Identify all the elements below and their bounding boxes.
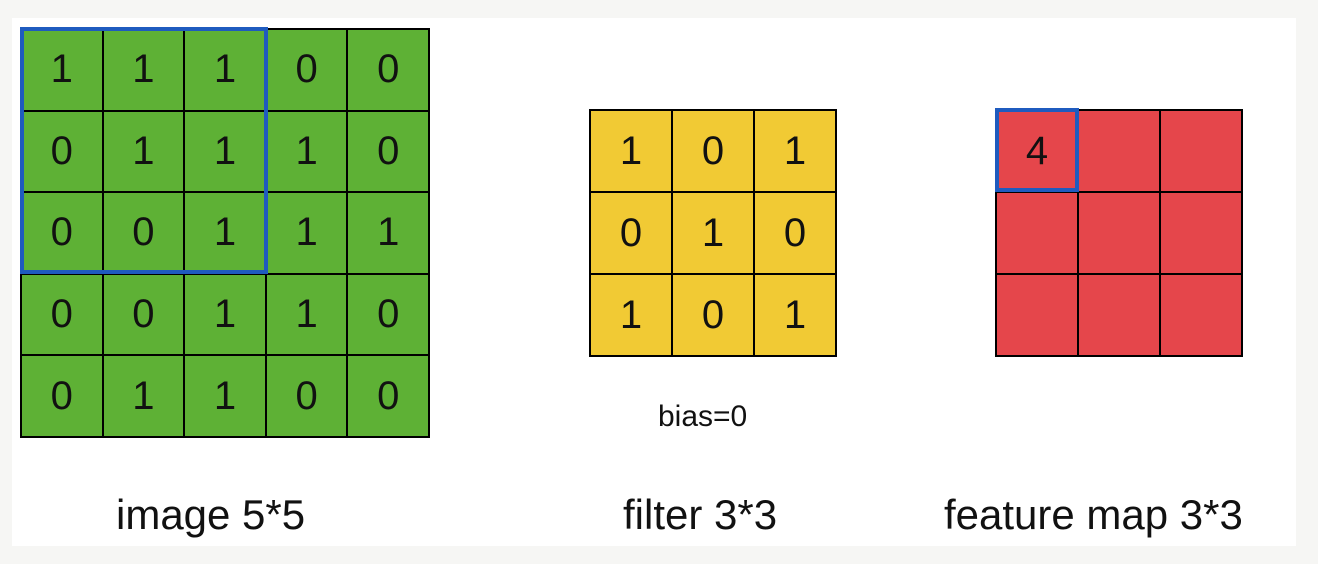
bias-label: bias=0: [658, 400, 748, 433]
image-cell: 0: [348, 111, 428, 192]
image-cell: 1: [103, 30, 184, 110]
image-cell: 1: [185, 193, 265, 273]
filter-cell: 1: [673, 193, 753, 273]
filter-cell: 1: [755, 111, 835, 191]
image-cell: 1: [348, 193, 428, 273]
feature-cell: [997, 193, 1077, 273]
image-cell: 0: [22, 274, 102, 355]
image-grid: 1 1 1 0 0 0 1 1 1 0 0 0 1 1 1 0 0 1 1 0 …: [20, 28, 430, 438]
diagram-panel: 1 1 1 0 0 0 1 1 1 0 0 0 1 1 1 0 0 1 1 0 …: [12, 18, 1296, 546]
feature-cell: [1161, 275, 1241, 355]
filter-cell: 0: [673, 275, 753, 355]
feature-cell: [1161, 193, 1241, 273]
filter-cell: 1: [755, 275, 835, 355]
image-cell: 1: [266, 274, 347, 355]
feature-cell: [997, 275, 1077, 355]
feature-cell: 4: [997, 111, 1077, 191]
filter-cell: 0: [755, 193, 835, 273]
feature-cell: [1079, 111, 1159, 191]
feature-cell: [1079, 275, 1159, 355]
image-cell: 1: [266, 111, 347, 192]
image-cell: 0: [348, 274, 428, 355]
image-cell: 1: [103, 111, 184, 192]
filter-grid: 1 0 1 0 1 0 1 0 1: [589, 109, 837, 357]
image-cell: 0: [103, 274, 184, 355]
filter-cell: 1: [591, 111, 671, 191]
image-cell: 0: [348, 356, 428, 436]
feature-cell: [1161, 111, 1241, 191]
image-caption: image 5*5: [116, 491, 306, 538]
image-cell: 1: [22, 30, 102, 110]
filter-cell: 0: [591, 193, 671, 273]
image-cell: 1: [185, 111, 265, 192]
image-cell: 0: [22, 193, 102, 273]
filter-caption: filter 3*3: [623, 491, 778, 538]
feature-map-caption: feature map 3*3: [944, 491, 1243, 538]
image-cell: 0: [266, 356, 347, 436]
image-cell: 0: [22, 111, 102, 192]
filter-cell: 1: [591, 275, 671, 355]
feature-map-grid: 4: [995, 109, 1243, 357]
image-cell: 0: [103, 193, 184, 273]
image-cell: 0: [266, 30, 347, 110]
filter-cell: 0: [673, 111, 753, 191]
image-cell: 1: [266, 193, 347, 273]
feature-cell: [1079, 193, 1159, 273]
image-cell: 0: [348, 30, 428, 110]
image-cell: 1: [103, 356, 184, 436]
image-cell: 1: [185, 356, 265, 436]
image-cell: 1: [185, 30, 265, 110]
image-cell: 1: [185, 274, 265, 355]
image-cell: 0: [22, 356, 102, 436]
